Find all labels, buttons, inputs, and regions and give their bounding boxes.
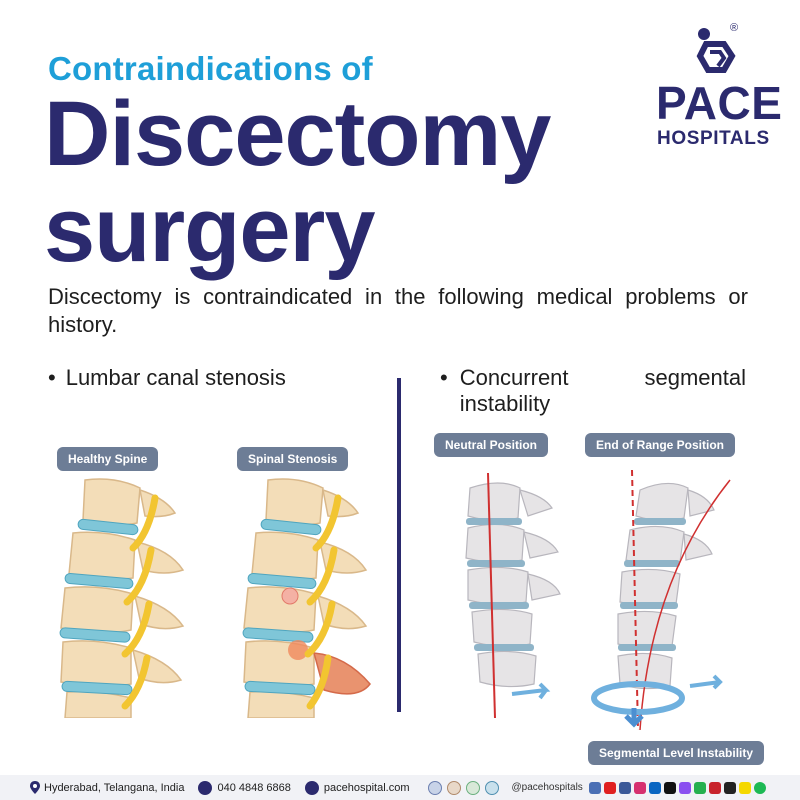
linkedin-icon[interactable]: [648, 781, 661, 794]
snapchat-icon[interactable]: [738, 781, 751, 794]
badge-icon: [465, 780, 480, 795]
end-of-range-label: End of Range Position: [585, 433, 735, 457]
footer-handle-text: @pacehospitals: [511, 782, 583, 793]
pace-logo-icon: [696, 28, 736, 73]
globe-icon: [304, 780, 319, 795]
bullet-text: Concurrent segmental instability: [459, 365, 746, 416]
end-of-range-illustration: [591, 469, 731, 731]
bullet-lumbar: • Lumbar canal stenosis: [48, 365, 286, 391]
youtube-icon[interactable]: [603, 781, 616, 794]
footer-website-link[interactable]: pacehospital.com: [323, 781, 410, 794]
divider: [397, 378, 401, 712]
intro-paragraph: Discectomy is contraindicated in the fol…: [48, 284, 748, 337]
footer-website[interactable]: pacehospital.com: [304, 780, 410, 795]
facebook-icon[interactable]: [618, 781, 631, 794]
healthy-spine-label: Healthy Spine: [57, 447, 159, 471]
footer-bar: Hyderabad, Telangana, India 040 4848 686…: [0, 775, 800, 800]
spinal-stenosis-label: Spinal Stenosis: [237, 447, 349, 471]
threads-icon[interactable]: [588, 781, 601, 794]
x-icon[interactable]: [663, 781, 676, 794]
logo-pace-text: PACE: [656, 77, 783, 129]
bullet-dot: •: [48, 365, 56, 390]
subtitle: Contraindications of: [48, 50, 373, 87]
spinal-stenosis-illustration: [242, 478, 371, 718]
neutral-position-label: Neutral Position: [434, 433, 549, 457]
footer-handle: @pacehospitals: [512, 782, 583, 793]
logo-hospitals-text: HOSPITALS: [657, 128, 770, 149]
badge-icon: [484, 780, 499, 795]
spotify-icon[interactable]: [753, 781, 766, 794]
whatsapp-icon[interactable]: [693, 781, 706, 794]
threads-at-icon[interactable]: [723, 781, 736, 794]
certification-badges: [427, 780, 504, 795]
page-title-line1: Discectomy: [44, 83, 551, 185]
bullet-dot: •: [440, 365, 448, 390]
footer-location-text: Hyderabad, Telangana, India: [44, 781, 185, 794]
phone-icon: [198, 780, 213, 795]
neutral-position-illustration: [465, 472, 561, 718]
bullet-text: Lumbar canal stenosis: [65, 365, 286, 390]
segmental-level-label: Segmental Level Instability: [588, 741, 765, 765]
messenger-icon[interactable]: [678, 781, 691, 794]
healthy-spine-illustration: [59, 478, 185, 718]
badge-icon: [427, 780, 442, 795]
bullet-instability: • Concurrent segmental instability: [440, 365, 746, 417]
footer-phone-text: 040 4848 6868: [217, 781, 291, 794]
footer-phone: 040 4848 6868: [198, 780, 291, 795]
location-icon: [30, 781, 40, 794]
instagram-icon[interactable]: [633, 781, 646, 794]
page-title-line2: surgery: [44, 179, 375, 281]
pinterest-icon[interactable]: [708, 781, 721, 794]
registered-mark: ®: [730, 22, 739, 34]
footer-location: Hyderabad, Telangana, India: [30, 781, 184, 794]
badge-icon: [446, 780, 461, 795]
social-media-icons[interactable]: [588, 781, 769, 794]
